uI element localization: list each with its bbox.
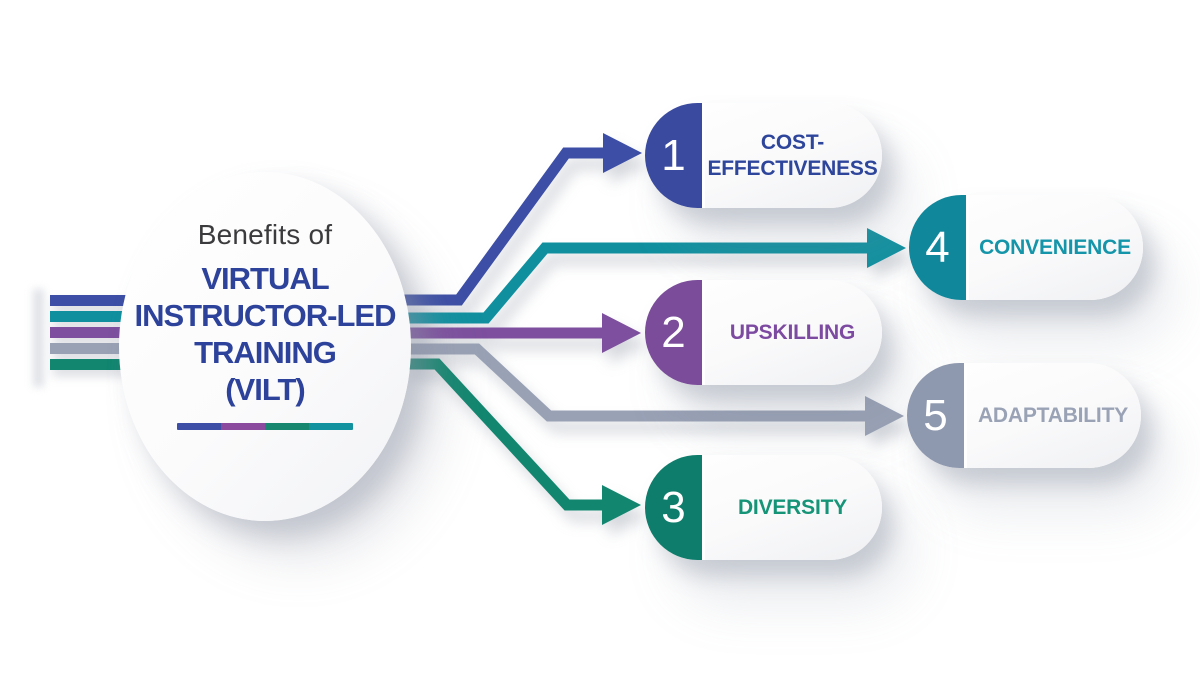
arrow-diversity [404,358,641,525]
badge-label: COST-EFFECTIVENESS [707,131,878,180]
underline-segment [177,423,221,430]
arrow-convenience [404,228,906,324]
center-ellipse: Benefits of VIRTUAL INSTRUCTOR-LED TRAIN… [119,172,411,521]
title-line-4: (VILT) [225,372,306,407]
pretitle: Benefits of [197,219,333,250]
title-line-3: TRAINING [194,335,337,370]
badge-number: 1 [661,130,686,180]
badge-diversity: 3 DIVERSITY [645,455,882,560]
arrow-upskilling [404,313,641,353]
badge-number: 5 [923,390,948,440]
badge-number: 4 [925,222,950,272]
badge-number-cap: 3 [645,455,705,560]
left-stripe [50,359,176,370]
left-stripe [50,295,176,306]
left-stripe [50,311,176,322]
title-underline [177,423,353,430]
left-stripe [50,327,176,338]
badge-label: DIVERSITY [737,495,848,519]
badge-label: CONVENIENCE [979,235,1131,259]
badge-number: 3 [661,482,686,532]
badge-label: ADAPTABILITY [977,403,1129,427]
underline-segment [221,423,265,430]
underline-segment [265,423,309,430]
badge-convenience: 4 CONVENIENCE [909,195,1143,300]
left-stripe-shadow [33,289,44,387]
badge-number: 2 [661,307,686,357]
badge-cost-effectiveness: 1 COST-EFFECTIVENESS [645,103,882,208]
title-line-2: INSTRUCTOR-LED [134,298,397,333]
badge-number-cap: 1 [645,103,705,208]
badge-upskilling: 2 UPSKILLING [645,280,882,385]
arrow-cost-effectiveness [404,133,642,306]
left-stripe [50,343,176,354]
badge-number-cap: 5 [907,363,967,468]
title-line-1: VIRTUAL [201,261,329,296]
badge-number-cap: 4 [909,195,969,300]
arrow-adaptability [404,343,904,436]
badge-label: UPSKILLING [729,320,856,344]
underline-segment [309,423,353,430]
badge-number-cap: 2 [645,280,705,385]
badge-adaptability: 5 ADAPTABILITY [907,363,1141,468]
